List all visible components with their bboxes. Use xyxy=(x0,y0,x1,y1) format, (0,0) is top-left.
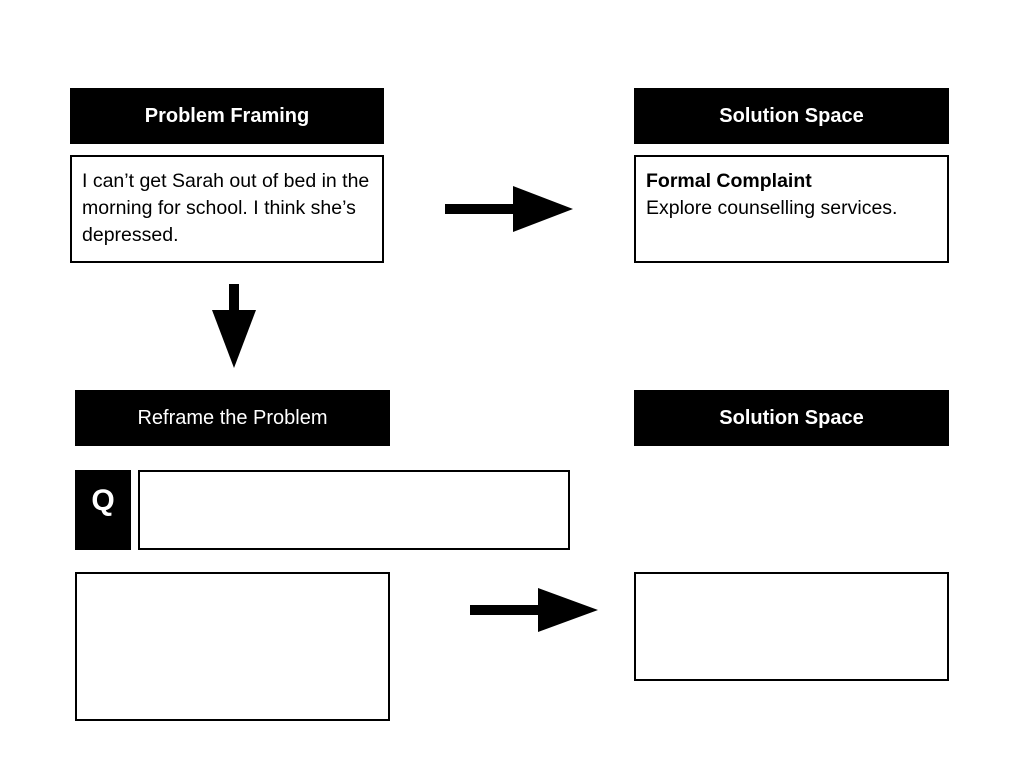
right-arrow-icon xyxy=(470,588,598,632)
solution-heading: Formal Complaint xyxy=(646,170,812,192)
solution-space-box-top: Formal Complaint Explore counselling ser… xyxy=(634,155,949,263)
problem-framing-title: Problem Framing xyxy=(144,104,310,127)
question-label: Q xyxy=(91,484,115,517)
reframe-header: Reframe the Problem xyxy=(75,390,390,446)
solution-text-bottom xyxy=(636,574,947,585)
solution-space-box-bottom[interactable] xyxy=(634,572,949,681)
right-arrow-icon xyxy=(445,186,573,232)
problem-framing-box: I can’t get Sarah out of bed in the morn… xyxy=(70,155,384,263)
reframe-title: Reframe the Problem xyxy=(137,406,328,429)
solution-space-title-top: Solution Space xyxy=(719,104,864,127)
solution-detail: Explore counselling services. xyxy=(646,197,898,219)
problem-statement: I can’t get Sarah out of bed in the morn… xyxy=(82,170,370,246)
solution-space-title-bottom: Solution Space xyxy=(719,406,864,429)
solution-text-top: Formal Complaint Explore counselling ser… xyxy=(636,157,947,222)
question-marker: Q xyxy=(75,470,131,550)
solution-space-header-bottom: Solution Space xyxy=(634,390,949,446)
question-input-box[interactable] xyxy=(138,470,570,550)
reframed-problem-text xyxy=(77,574,388,585)
reframed-problem-box[interactable] xyxy=(75,572,390,721)
down-arrow-icon xyxy=(212,284,256,368)
question-text xyxy=(140,472,568,483)
problem-framing-header: Problem Framing xyxy=(70,88,384,144)
solution-space-header-top: Solution Space xyxy=(634,88,949,144)
